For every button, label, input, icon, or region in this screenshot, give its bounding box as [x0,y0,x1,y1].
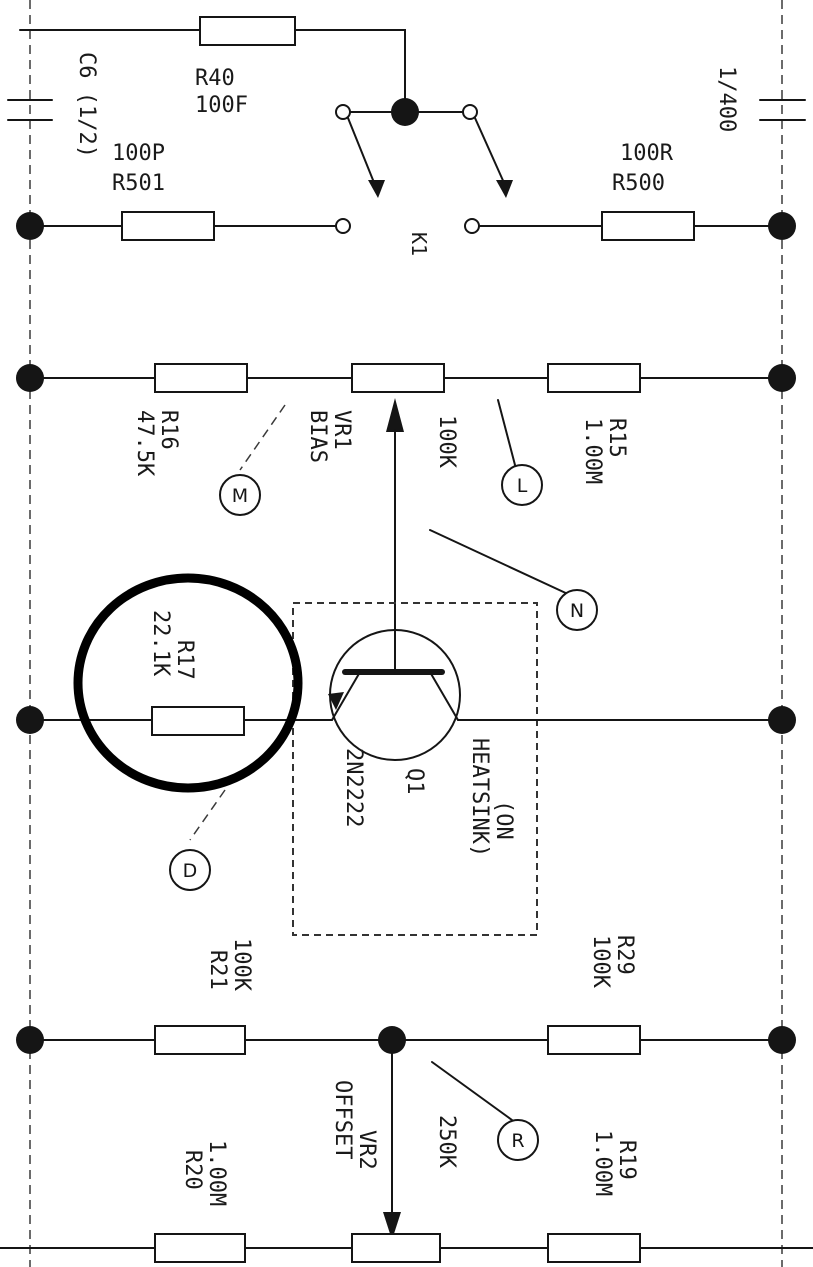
resistor-r19 [547,1233,641,1263]
svg-text:R19: R19 [614,1140,639,1180]
callout-d: D [169,849,211,891]
label-vr2: VR2 OFFSET [330,1080,379,1170]
label-c6: C6 (1/2) [74,52,99,158]
svg-text:N: N [570,600,584,622]
svg-text:R40: R40 [195,66,235,91]
offset-node [378,1026,406,1054]
svg-text:100K: 100K [229,938,254,992]
svg-text:100P: 100P [112,141,165,166]
label-vr1-value: 100K [434,415,459,469]
r40-wire-right [294,29,406,113]
callout-r: R [497,1119,539,1161]
svg-text:Q1: Q1 [402,768,427,795]
label-r16: R16 47.5K [132,410,181,477]
label-r17: R17 22.1K [148,610,197,680]
resistor-r15 [547,363,641,393]
vr2-wiper-arrow [383,1212,401,1240]
r17-highlight-circle [73,573,303,793]
label-k1: K1 [407,232,431,256]
svg-text:L: L [517,475,528,497]
svg-text:R29: R29 [612,935,637,975]
callout-l: L [501,464,543,506]
svg-text:R17: R17 [172,640,197,680]
svg-text:R15: R15 [604,418,629,458]
resistor-r40 [199,16,296,46]
callout-m: M [219,474,261,516]
svg-text:HEATSINK): HEATSINK) [467,738,492,857]
node-right-226 [768,212,796,240]
resistor-r16 [154,363,248,393]
svg-text:22.1K: 22.1K [148,610,173,677]
svg-text:R500: R500 [612,171,665,196]
resistor-r20 [154,1233,246,1263]
heatsink-box [292,602,538,936]
resistor-r500 [601,211,695,241]
label-q1: Q1 2N2222 [341,748,427,827]
potentiometer-vr1 [351,363,445,393]
label-r15: R15 1.00M [580,418,629,484]
label-r20: 1.00M R20 [180,1140,229,1206]
label-r29: R29 100K [588,935,637,989]
svg-text:100R: 100R [620,141,674,166]
label-r21: 100K R21 [205,938,254,992]
svg-text:1.00M: 1.00M [580,418,605,484]
label-c-top-right: 1/400 [714,66,739,132]
label-r500: 100R R500 [612,141,674,196]
node-left-226 [16,212,44,240]
svg-text:D: D [183,860,198,882]
svg-text:BIAS: BIAS [305,410,330,463]
svg-text:R: R [511,1130,524,1152]
svg-text:R20: R20 [180,1150,205,1190]
label-vr1: VR1 BIAS [305,410,354,463]
svg-text:2N2222: 2N2222 [341,748,366,827]
capacitor-c6 [7,99,53,121]
vr1-wiper-arrow [386,398,404,432]
label-r501: 100P R501 [112,141,165,196]
label-r19: R19 1.00M [590,1130,639,1196]
label-r40: R40 100F [195,66,248,118]
svg-text:(ON: (ON [491,800,516,840]
resistor-r17 [151,706,245,736]
svg-text:VR2: VR2 [354,1130,379,1170]
svg-text:1.00M: 1.00M [590,1130,615,1196]
svg-text:100F: 100F [195,93,248,118]
resistor-r29 [547,1025,641,1055]
svg-text:1.00M: 1.00M [204,1140,229,1206]
label-vr2-value: 250K [434,1115,459,1169]
resistor-r21 [154,1025,246,1055]
svg-text:47.5K: 47.5K [132,410,157,477]
svg-text:M: M [232,485,248,507]
svg-text:R21: R21 [205,950,230,990]
svg-text:OFFSET: OFFSET [330,1080,355,1159]
svg-text:R16: R16 [156,410,181,450]
svg-text:100K: 100K [588,935,613,989]
svg-text:R501: R501 [112,171,165,196]
callout-n: N [556,589,598,631]
svg-text:VR1: VR1 [329,410,354,450]
capacitor-top-right [759,99,806,121]
potentiometer-vr2 [351,1233,441,1263]
label-heatsink: (ON HEATSINK) [467,738,516,857]
resistor-r501 [121,211,215,241]
